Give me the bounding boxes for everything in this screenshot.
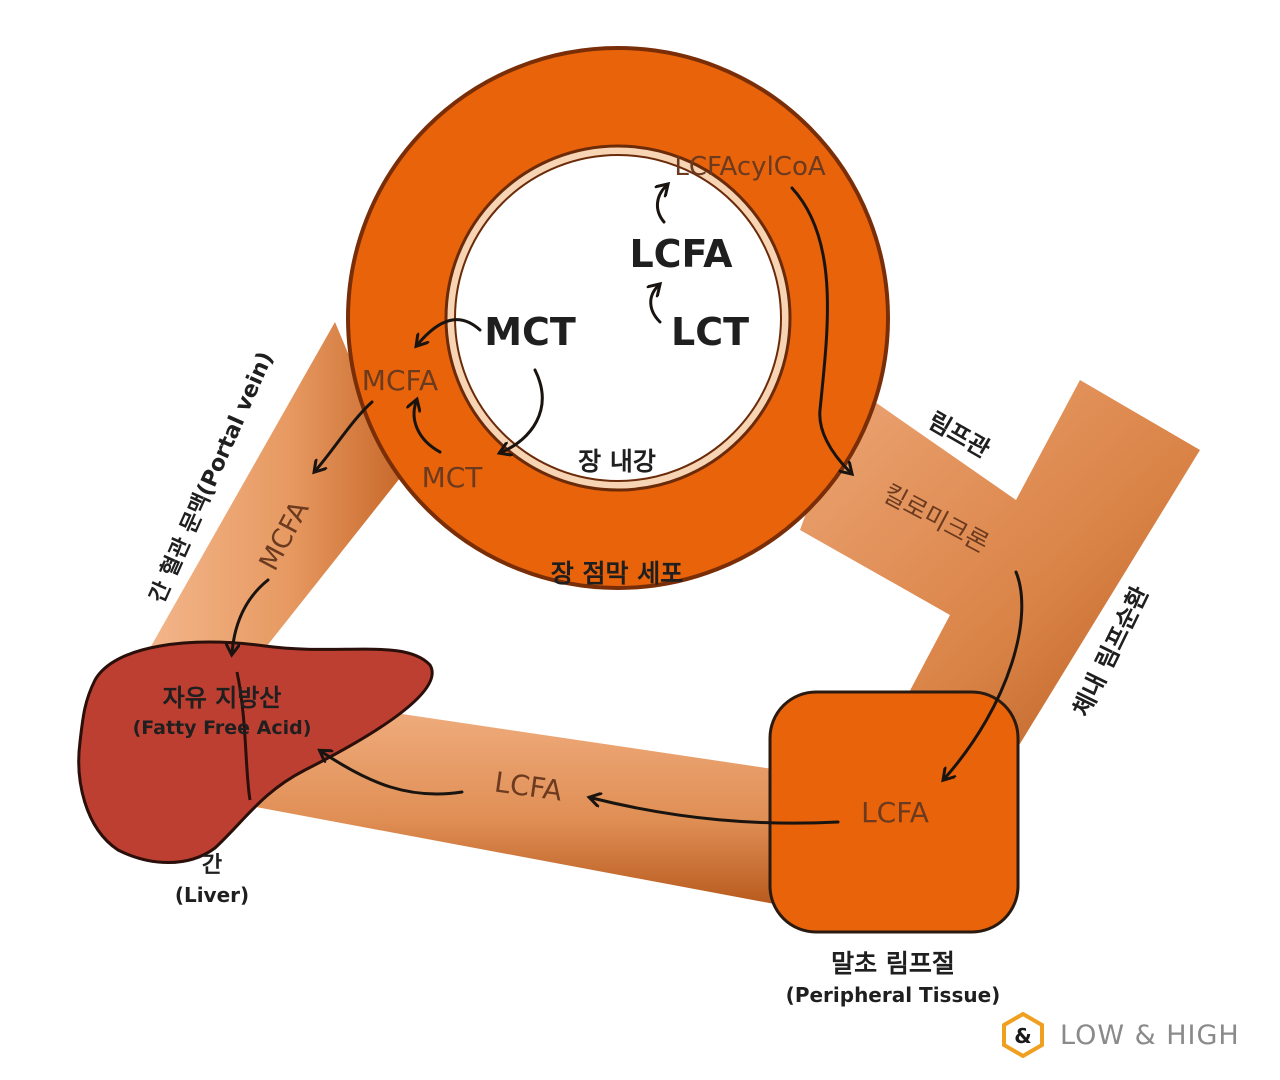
brand-logo-glyph: &	[1014, 1024, 1031, 1048]
node-en-label: (Peripheral Tissue)	[786, 983, 1001, 1007]
liver-lobe-line	[235, 671, 252, 801]
lct-center-label: LCT	[671, 310, 749, 354]
mct-ring-label: MCT	[422, 461, 484, 494]
liver-en-label: (Liver)	[175, 883, 249, 907]
mcfa-ring-label: MCFA	[362, 364, 438, 397]
peripheral-node	[768, 690, 1020, 934]
brand: & LOW & HIGH	[1000, 1012, 1240, 1058]
arrow-lumen-mct-to-ring	[502, 368, 544, 452]
arrow-lct-to-lcfa	[651, 286, 660, 324]
arrow-vein-to-liver	[232, 578, 270, 652]
lcfa-node-label: LCFA	[861, 796, 929, 829]
arrow-node-to-lcfa	[592, 798, 840, 825]
arrows	[232, 186, 1024, 825]
arrow-mct-to-mcfa	[418, 318, 482, 344]
liver-shape	[77, 640, 434, 864]
lcfa-center-label: LCFA	[629, 232, 733, 276]
liver-product-label: 자유 지방산	[163, 684, 282, 712]
arrow-lcfa-to-acylcoa	[657, 186, 666, 224]
arrow-ring-mct-to-mcfa	[414, 402, 442, 454]
liver-product-en-label: (Fatty Free Acid)	[133, 717, 312, 739]
portal-vein-vessel	[150, 322, 400, 690]
mucosa-label: 장 점막 세포	[551, 559, 683, 588]
lumen	[454, 154, 782, 482]
node-label: 말초 림프절	[831, 949, 955, 978]
lumen-label: 장 내강	[578, 447, 656, 476]
lymph-vessel	[800, 380, 1200, 760]
arrow-mcfa-to-vein	[316, 400, 374, 470]
lcf-acyl-coa-label: LCFAcylCoA	[674, 152, 826, 182]
mct-center-label: MCT	[484, 310, 576, 354]
brand-name: LOW & HIGH	[1060, 1019, 1240, 1051]
liver-label: 간	[202, 853, 222, 878]
return-vessel	[240, 690, 780, 905]
arrow-acylcoa-to-chylomicron	[790, 186, 850, 472]
brand-logo-icon: &	[1002, 1012, 1044, 1058]
arrow-chylomicron-to-node	[945, 570, 1024, 778]
arrow-lcfa-to-liver	[322, 752, 464, 796]
